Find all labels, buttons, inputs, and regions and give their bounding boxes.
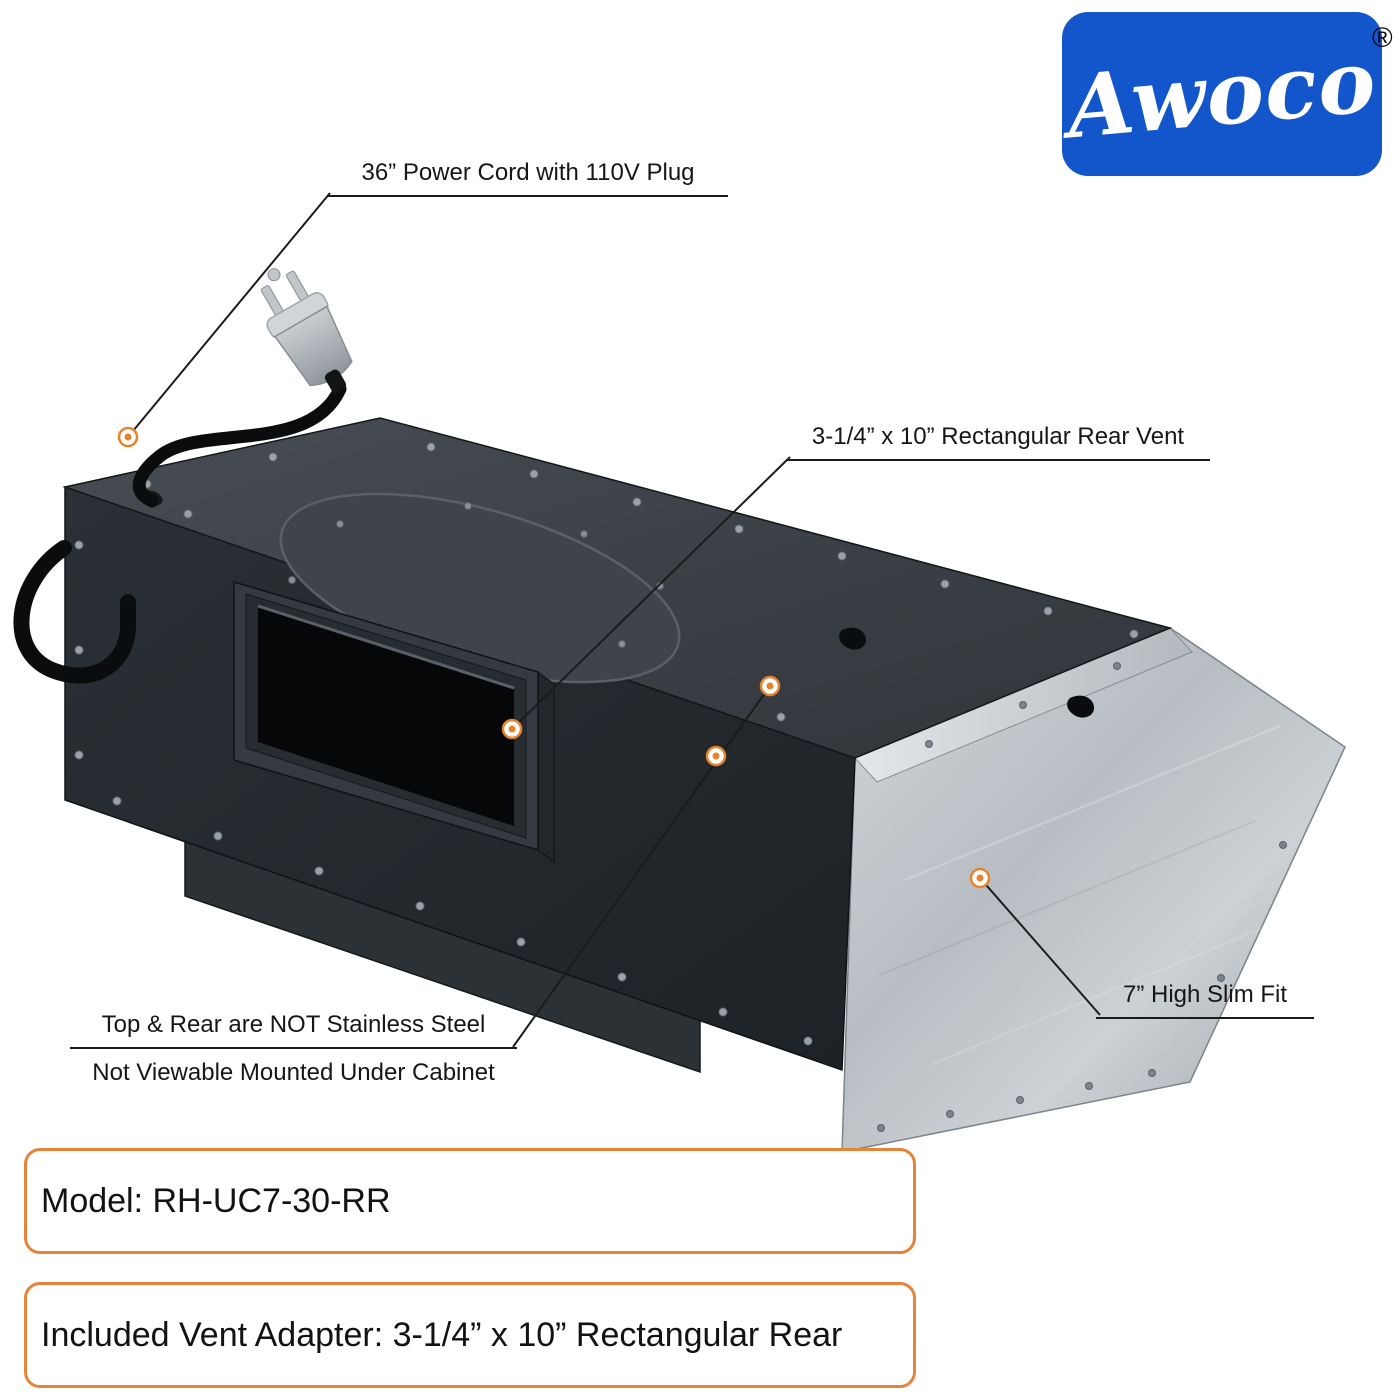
keyhole-slot: [1067, 695, 1094, 718]
callout-not-stainless-line1: Top & Rear are NOT Stainless Steel: [70, 1010, 517, 1049]
power-cord-loop: [13, 540, 136, 684]
callout-markers: [117, 426, 991, 889]
marker-power-cord: [117, 426, 139, 448]
power-cord: [132, 382, 347, 508]
rear-vent-adapter: [233, 580, 555, 863]
registered-trademark-symbol: ®: [1372, 22, 1393, 53]
callout-not-stainless-line2: Not Viewable Mounted Under Cabinet: [92, 1059, 495, 1086]
marker-rear-face: [705, 745, 727, 767]
marker-slim-fit: [969, 867, 991, 889]
callout-slim-fit: 7” High Slim Fit: [1096, 980, 1314, 1019]
hood-top-face: [62, 417, 1173, 759]
callout-power-cord: 36” Power Cord with 110V Plug: [328, 158, 728, 197]
callout-line-not-stainless: [512, 685, 771, 1048]
callout-not-stainless: Top & Rear are NOT Stainless Steel Not V…: [70, 1010, 517, 1088]
callout-lines: [127, 192, 1101, 1048]
awoco-logo-text: Awoco: [1063, 30, 1381, 158]
range-hood: [13, 268, 1346, 1153]
keyhole-slot: [839, 627, 866, 650]
screws: [74, 442, 1287, 1132]
marker-top-face: [759, 675, 781, 697]
vent-adapter-info-box: Included Vent Adapter: 3-1/4” x 10” Rect…: [24, 1282, 916, 1388]
callout-line-rear-vent: [511, 456, 791, 730]
model-info-box: Model: RH-UC7-30-RR: [24, 1148, 916, 1254]
awoco-logo: Awoco: [1062, 12, 1382, 176]
callout-line-slim-fit: [979, 877, 1101, 1016]
callout-rear-vent: 3-1/4” x 10” Rectangular Rear Vent: [786, 422, 1210, 461]
vent-adapter-text: Included Vent Adapter: 3-1/4” x 10” Rect…: [41, 1315, 843, 1354]
marker-rear-vent: [501, 718, 523, 740]
power-plug: [260, 268, 353, 393]
model-text: Model: RH-UC7-30-RR: [41, 1181, 391, 1220]
callout-line-power-cord: [127, 192, 331, 438]
rear-vent-opening: [258, 606, 514, 826]
